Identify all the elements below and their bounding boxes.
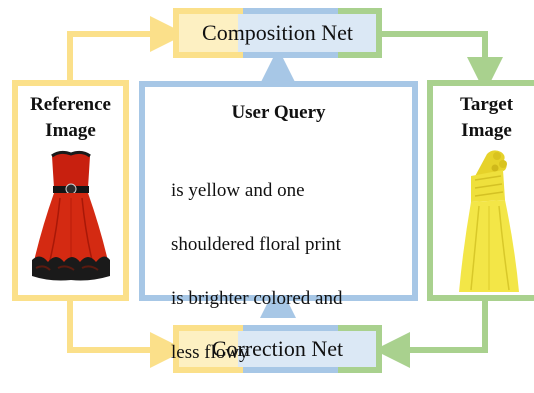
correction-net-border <box>173 325 382 373</box>
correction-net-label: Correction Net <box>211 336 344 361</box>
reference-title: Reference Image <box>18 92 123 144</box>
reference-title-line2: Image <box>45 120 96 141</box>
user-query-box: User Query is yellow and one shouldered … <box>139 81 418 363</box>
composition-net-label: Composition Net <box>202 20 353 45</box>
target-title-line1: Target <box>459 94 514 115</box>
composition-net-border <box>173 8 382 58</box>
arrow-reference-to-composition <box>67 16 186 83</box>
connector-arrows <box>67 16 503 368</box>
query-line-2: shouldered floral print <box>171 234 341 255</box>
reference-title-line1: Reference <box>30 94 111 115</box>
correction-net-box: Correction Net <box>173 325 382 373</box>
arrow-reference-to-correction <box>67 300 186 368</box>
user-query-title: User Query <box>231 102 326 123</box>
query-line-1: is yellow and one <box>171 180 305 201</box>
target-title-line2: Image <box>461 120 512 141</box>
target-image-panel: Target Image <box>427 80 534 301</box>
composition-net-box: Composition Net <box>173 8 382 58</box>
user-query-text: is yellow and one shouldered floral prin… <box>171 150 342 393</box>
query-line-4: less flowy <box>171 342 249 363</box>
arrow-composition-to-target <box>382 31 503 93</box>
reference-image-panel: Reference Image <box>12 80 129 301</box>
yellow-dress-image <box>459 150 519 292</box>
red-dress-image <box>32 150 110 281</box>
target-title: Target Image <box>433 92 534 144</box>
arrow-target-to-correction <box>374 300 488 368</box>
query-line-3: is brighter colored and <box>171 288 343 309</box>
